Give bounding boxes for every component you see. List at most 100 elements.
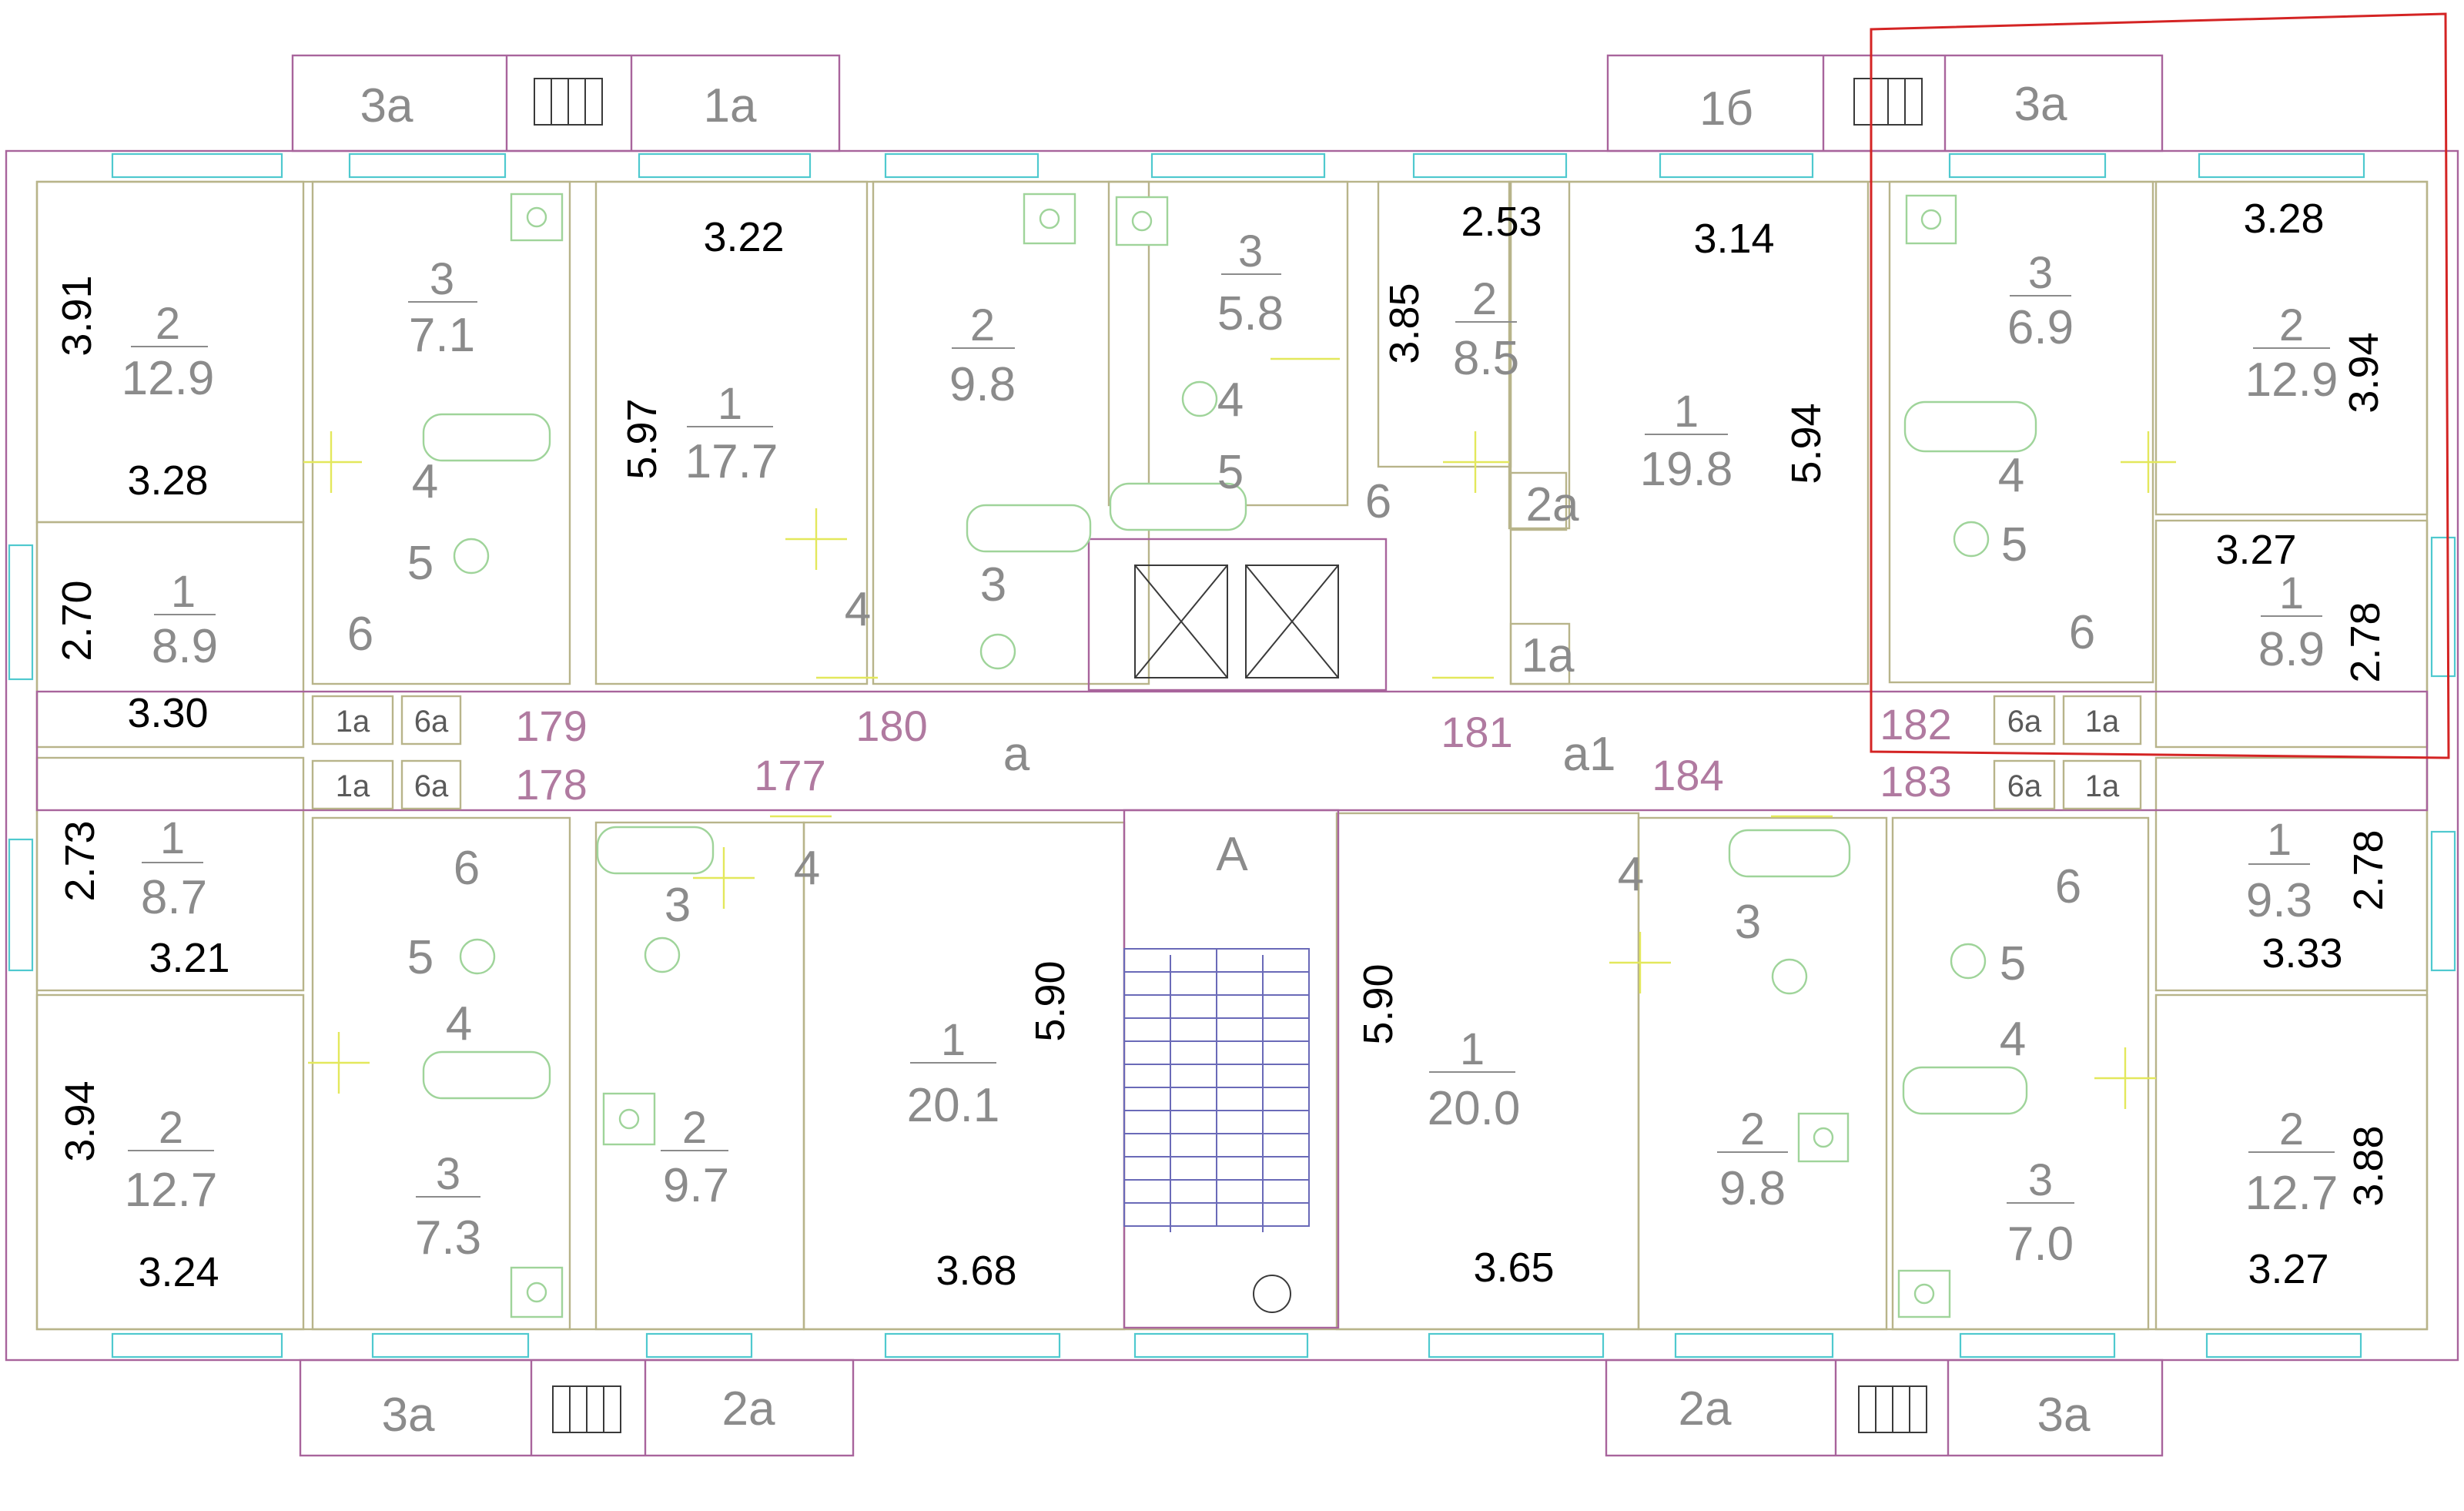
room-label: 5 xyxy=(2000,937,2026,990)
room-number: 2 xyxy=(970,300,995,350)
room-label: 3 xyxy=(980,558,1006,611)
room-area: 9.3 xyxy=(2246,874,2312,927)
chute-icon xyxy=(1253,1275,1291,1313)
room-area: 20.0 xyxy=(1428,1082,1521,1135)
room-label: 5 xyxy=(407,537,434,590)
room-label: 3 xyxy=(1735,896,1761,949)
toilet-icon xyxy=(453,380,1990,995)
elevator-icon xyxy=(1245,565,1339,678)
room-label: 5 xyxy=(1217,446,1244,499)
room-number: 3 xyxy=(1238,226,1263,276)
room-number: 3 xyxy=(2028,1155,2053,1205)
bathtub-icon xyxy=(422,400,2037,1115)
room-area: 19.8 xyxy=(1640,443,1733,496)
flat-number: 183 xyxy=(1880,757,1951,806)
room-label: 1а xyxy=(336,705,370,739)
room-number: 2 xyxy=(1472,274,1497,324)
flat-number: 182 xyxy=(1880,700,1951,749)
room-label: 6 xyxy=(2055,860,2081,913)
stair-label: А xyxy=(1216,828,1248,881)
room-label: 6 xyxy=(347,608,373,661)
stair-flight xyxy=(1123,948,1310,1232)
room-number: 1 xyxy=(2267,815,2292,865)
room-number: 3 xyxy=(2028,248,2053,298)
dimension-label: 2.73 xyxy=(57,820,103,901)
room-label: 1а xyxy=(336,769,370,803)
dimension-label: 3.33 xyxy=(2261,930,2342,977)
room-area: 7.3 xyxy=(415,1211,481,1265)
room-area: 12.7 xyxy=(125,1164,218,1217)
elevator-icon xyxy=(1134,565,1228,678)
balcony-top-left xyxy=(291,54,841,152)
dimension-label: 2.70 xyxy=(54,580,100,661)
dimension-label: 3.27 xyxy=(2215,527,2296,573)
balcony-top-right xyxy=(1606,54,2164,152)
stairwell xyxy=(1123,809,1340,1329)
dimension-label: 5.90 xyxy=(1027,960,1073,1041)
flat-number: 180 xyxy=(855,702,927,750)
room-area: 20.1 xyxy=(907,1079,1000,1132)
room-number: 2 xyxy=(159,1103,183,1153)
corridor-label: а1 xyxy=(1563,728,1616,781)
room-area: 8.5 xyxy=(1453,332,1519,385)
room-area: 12.9 xyxy=(2245,353,2338,407)
room-number: 1 xyxy=(941,1015,966,1065)
dimension-label: 3.28 xyxy=(2243,196,2324,242)
dimension-label: 2.78 xyxy=(2342,601,2389,682)
room-label: 4 xyxy=(1998,449,2024,502)
room-label: 1а xyxy=(2085,769,2120,803)
dimension-label: 3.94 xyxy=(2341,332,2387,413)
room-number: 1 xyxy=(718,379,742,429)
balcony-label: 3а xyxy=(2014,78,2067,131)
room-area: 6.9 xyxy=(2007,301,2074,354)
dimension-label: 3.91 xyxy=(54,275,100,356)
room-area: 17.7 xyxy=(685,435,778,488)
room-area: 9.7 xyxy=(663,1159,729,1212)
flat-number: 177 xyxy=(754,751,825,799)
balcony-bottom-left xyxy=(299,1359,855,1457)
room-area: 9.8 xyxy=(949,358,1016,411)
room-label: 3 xyxy=(665,879,691,932)
dimension-label: 3.88 xyxy=(2345,1125,2392,1206)
radiator-icon xyxy=(1853,78,1923,126)
room-number: 1 xyxy=(1674,387,1699,437)
balcony-label: 3а xyxy=(2037,1389,2091,1442)
dimension-label: 3.14 xyxy=(1693,216,1774,262)
dimension-label: 3.21 xyxy=(149,935,229,981)
windows xyxy=(8,152,2456,1359)
corridor xyxy=(35,690,2429,812)
room-label: 6а xyxy=(414,769,449,803)
dimension-label: 3.24 xyxy=(138,1249,219,1295)
room-label: 5 xyxy=(2001,518,2027,571)
dimension-label: 2.53 xyxy=(1461,199,1542,245)
room-label: 6а xyxy=(2007,769,2042,803)
radiator-icon xyxy=(552,1385,621,1433)
room-area: 8.7 xyxy=(141,871,207,924)
flat-number: 181 xyxy=(1441,708,1512,756)
dimension-label: 2.78 xyxy=(2345,829,2392,910)
highlight-outline xyxy=(1870,12,2450,759)
dimension-label: 3.30 xyxy=(127,690,208,736)
flat-number: 179 xyxy=(515,702,587,750)
dimension-label: 3.27 xyxy=(2248,1246,2328,1292)
room-number: 3 xyxy=(430,254,454,304)
room-area: 12.7 xyxy=(2245,1167,2338,1220)
room-number: 1 xyxy=(160,813,185,863)
room-label: 2а xyxy=(1526,478,1579,531)
room-number: 2 xyxy=(2279,1104,2304,1154)
room-label: 4 xyxy=(794,842,820,895)
dimension-label: 5.97 xyxy=(619,398,665,479)
balcony-bottom-right xyxy=(1605,1359,2164,1457)
room-number: 2 xyxy=(2279,300,2304,350)
dimension-label: 3.22 xyxy=(703,214,784,260)
room-area: 12.9 xyxy=(122,352,215,405)
radiator-icon xyxy=(534,78,603,126)
balcony-label: 3а xyxy=(360,79,413,132)
room-label: 4 xyxy=(2000,1013,2026,1066)
room-area: 8.9 xyxy=(2258,623,2325,676)
room-label: 6а xyxy=(2007,705,2042,739)
room-number: 2 xyxy=(1740,1104,1765,1154)
balcony-label: 2а xyxy=(1679,1382,1732,1436)
room-number: 1 xyxy=(2279,568,2304,618)
